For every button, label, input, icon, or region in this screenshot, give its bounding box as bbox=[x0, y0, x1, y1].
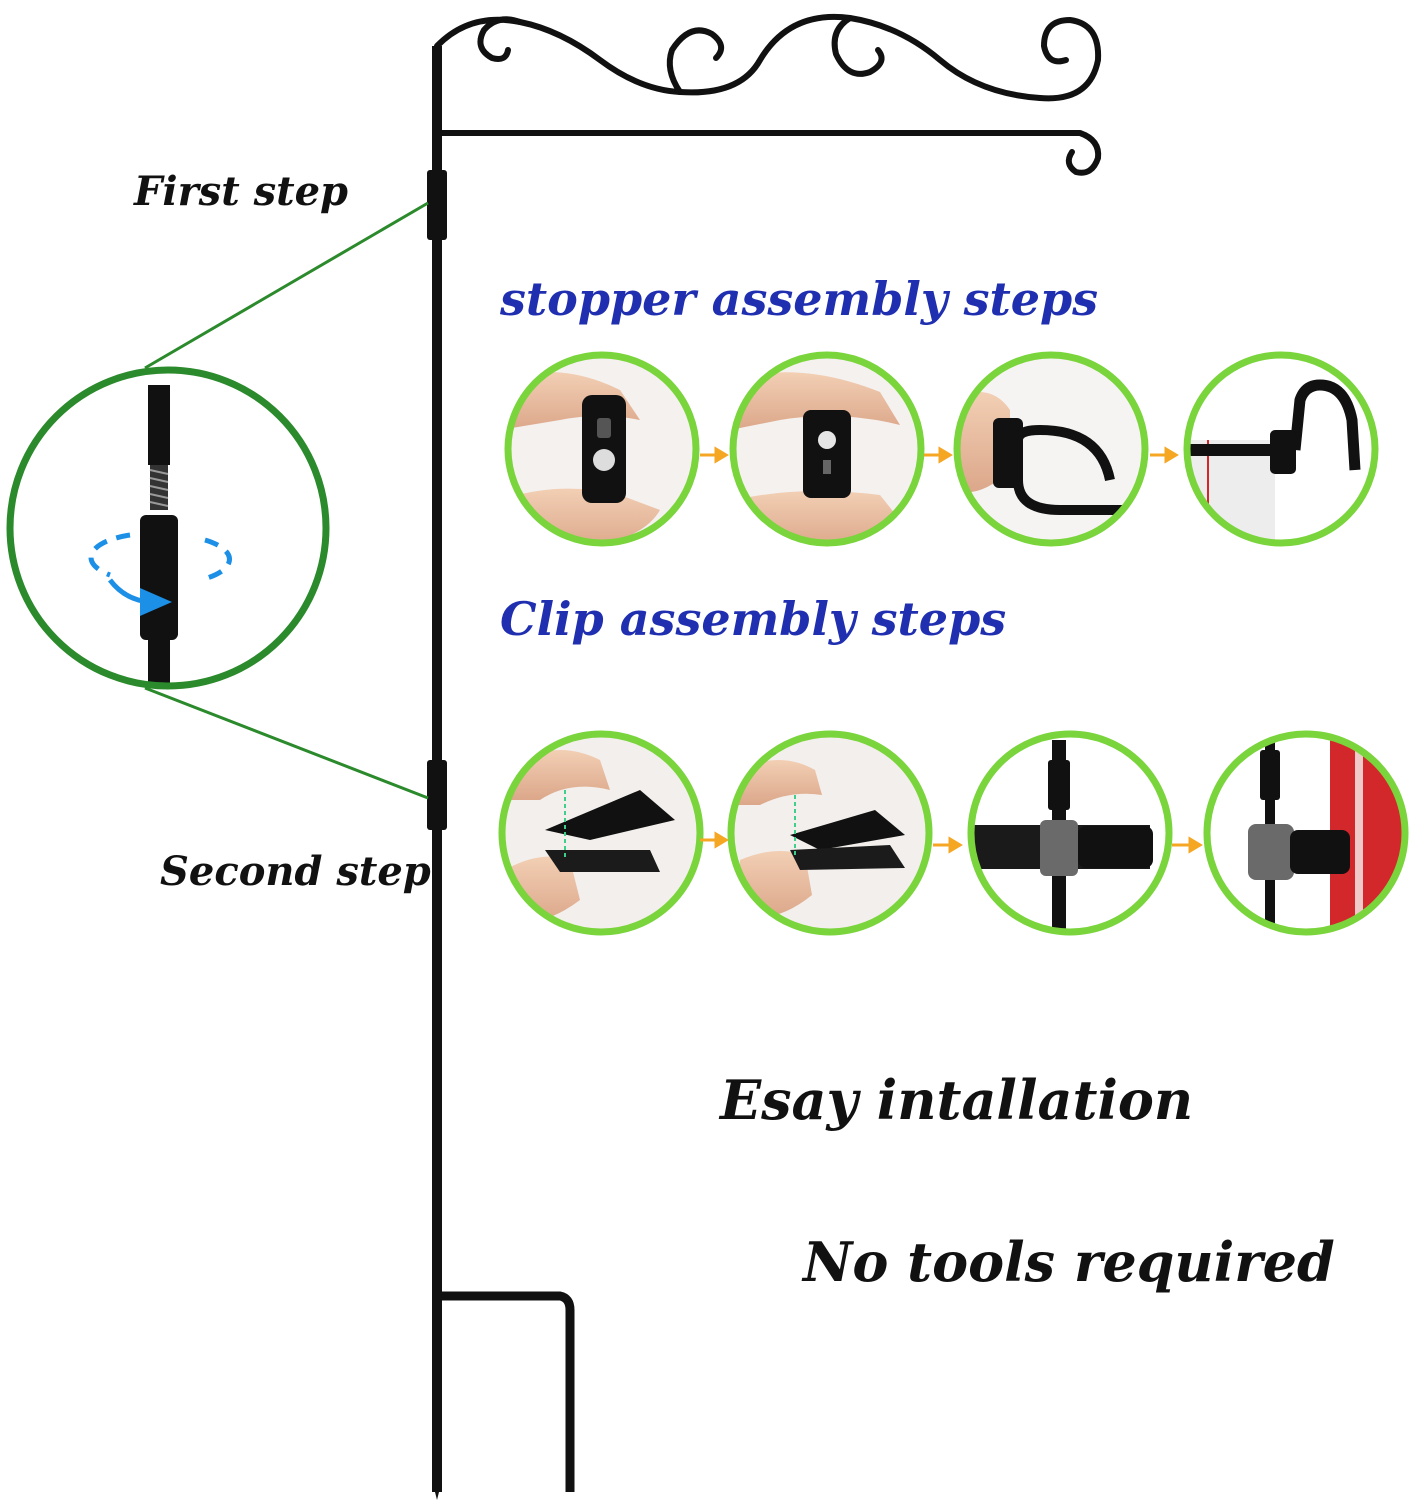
stopper-assembly-title: stopper assembly steps bbox=[500, 272, 1099, 326]
stopper-open-icon bbox=[729, 351, 925, 547]
clip-close-icon bbox=[727, 730, 933, 936]
zoom-detail-icon bbox=[6, 366, 330, 690]
stopper-hook-icon bbox=[953, 351, 1149, 547]
zoom-line-top bbox=[144, 201, 429, 370]
no-tools-text: No tools required bbox=[803, 1230, 1335, 1294]
clip-flag-icon bbox=[1203, 730, 1409, 936]
zoom-line-bottom bbox=[144, 686, 429, 800]
flag-pole-icon bbox=[427, 14, 1102, 1500]
stopper-pinch-icon bbox=[504, 351, 700, 547]
scroll-ornament-icon bbox=[434, 14, 1102, 102]
easy-installation-text: Esay intallation bbox=[720, 1068, 1194, 1132]
clip-arrows bbox=[700, 831, 1203, 854]
second-step-label: Second step bbox=[160, 848, 431, 895]
stopper-arrows bbox=[700, 446, 1179, 464]
first-step-label: First step bbox=[134, 168, 349, 215]
clip-pole-icon bbox=[967, 730, 1173, 936]
clip-open-icon bbox=[498, 730, 704, 936]
rotate-arrow-icon bbox=[140, 588, 172, 616]
clip-assembly-title: Clip assembly steps bbox=[500, 592, 1007, 646]
stopper-flag-icon bbox=[1183, 351, 1379, 547]
